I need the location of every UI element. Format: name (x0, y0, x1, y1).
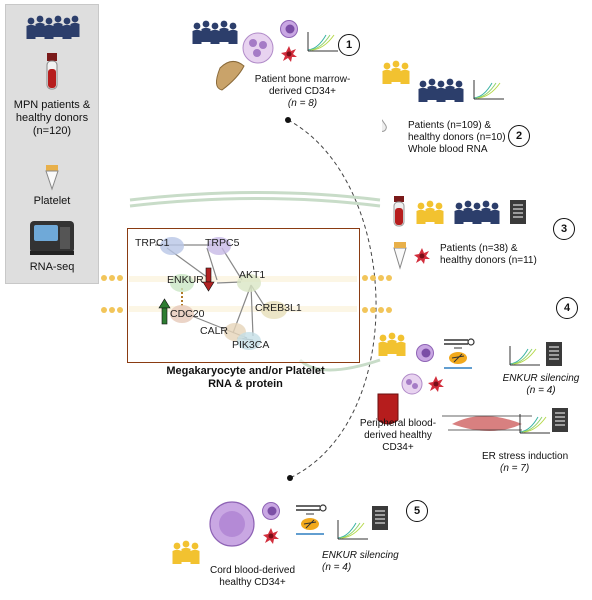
down-arrow (202, 267, 215, 292)
step4-source3: CD34+ (382, 442, 414, 453)
step4-source2: derived healthy (364, 430, 432, 441)
up-arrow (158, 298, 171, 325)
platelet-label: Platelet (33, 195, 71, 207)
node-calr: CALR (200, 325, 229, 337)
step4-number: 4 (556, 297, 578, 319)
step2-line3: Whole blood RNA (408, 144, 488, 155)
step5-source1: Cord blood-derived (209, 565, 296, 576)
step4-er: ER stress induction (482, 451, 569, 462)
step1-graphics (192, 20, 339, 91)
step5-silencing: ENKUR silencing (322, 550, 399, 561)
rnaseq-label: RNA-seq (29, 261, 75, 273)
node-trpc1: TRPC1 (135, 237, 170, 249)
step4-source1: Peripheral blood- (359, 418, 437, 429)
step3-line1: Patients (n=38) & (440, 243, 518, 254)
platelet-tube-icon (45, 165, 59, 191)
blood-tube-icon (46, 53, 58, 90)
step4-silencing-n: (n = 4) (526, 385, 556, 396)
step1-line2: derived CD34+ (269, 86, 336, 97)
step5-silencing-n: (n = 4) (322, 562, 352, 573)
step1-n: (n = 8) (287, 98, 318, 109)
sequencer-icon (30, 221, 74, 255)
cohort-sidebar: MPN patients & healthy donors (n=120) Pl… (5, 4, 99, 284)
step1-line1: Patient bone marrow- (254, 74, 351, 85)
step4-er-n: (n = 7) (500, 463, 530, 474)
step5-number: 5 (406, 500, 428, 522)
step2-line1: Patients (n=109) & (408, 120, 492, 131)
node-pik3ca: PIK3CA (232, 339, 270, 351)
node-cdc20: CDC20 (170, 308, 205, 320)
step4-silencing: ENKUR silencing (502, 373, 580, 384)
cohort-label: MPN patients & healthy donors (n=120) (13, 99, 91, 137)
node-trpc5: TRPC5 (205, 237, 240, 249)
step3-graphics (393, 196, 527, 270)
step4-graphics (377, 332, 569, 434)
node-enkur: ENKUR (167, 274, 204, 286)
step1-number: 1 (338, 34, 360, 56)
node-creb3l1: CREB3L1 (255, 302, 302, 314)
network-caption-1: Megakaryocyte and/or Platelet (166, 365, 325, 377)
network-caption-2: RNA & protein (208, 378, 283, 390)
step2-graphics (382, 60, 505, 132)
network-graph (155, 237, 287, 350)
step3-number: 3 (553, 218, 575, 240)
step5-graphics (172, 501, 389, 564)
step2-number: 2 (508, 125, 530, 147)
step2-line2: healthy donors (n=10) (408, 132, 506, 143)
node-akt1: AKT1 (239, 269, 266, 281)
step5-source2: healthy CD34+ (219, 577, 286, 588)
step3-line2: healthy donors (n=11) (440, 255, 537, 266)
